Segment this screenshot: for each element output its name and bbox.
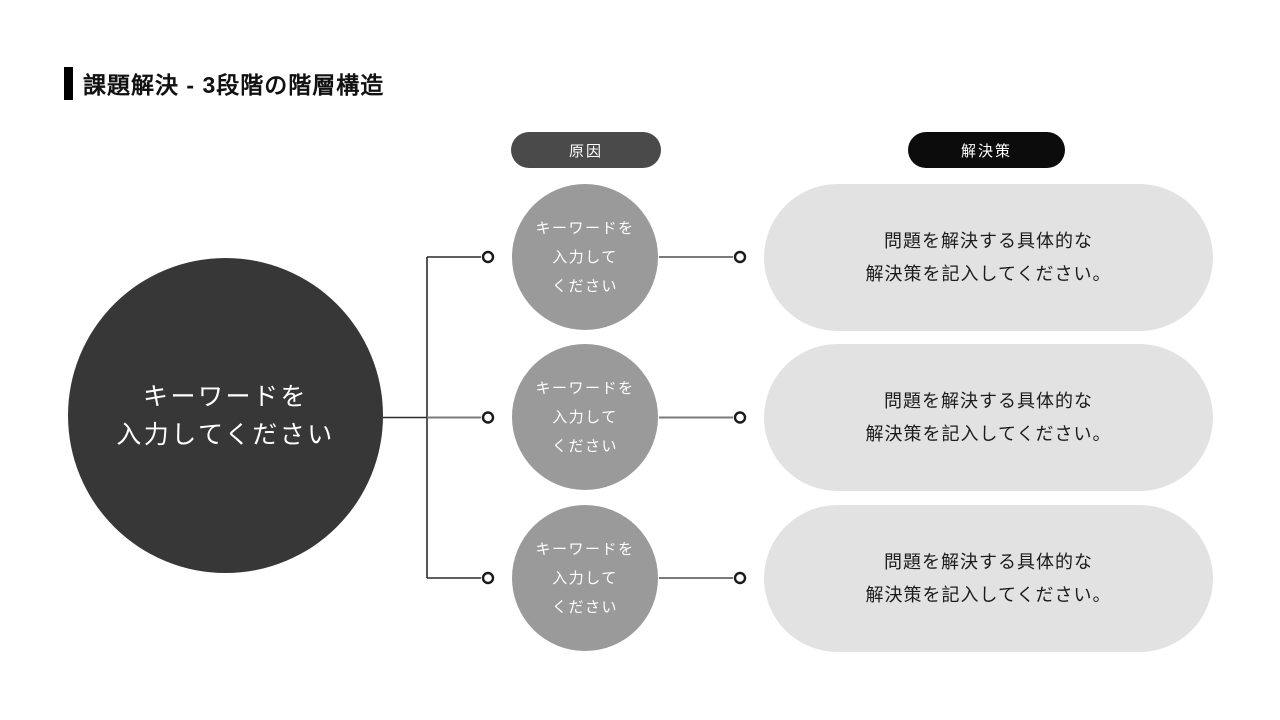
solution-header-pill: 解決策 [908,132,1065,168]
solution-2-line2: 解決策を記入してください。 [865,423,1112,444]
solution-1-line2: 解決策を記入してください。 [865,263,1112,284]
cause-circle-2[interactable]: キーワードを 入力して ください [512,344,658,490]
solution-2-line1: 問題を解決する具体的な [884,390,1093,411]
cause-2-line3: ください [551,437,618,455]
cause-3-line1: キーワードを [535,540,635,558]
connector-node-circle-left-3 [481,571,495,585]
solution-3-line1: 問題を解決する具体的な [884,551,1093,572]
cause-header-label: 原因 [568,142,603,160]
solution-box-2[interactable]: 問題を解決する具体的な 解決策を記入してください。 [764,344,1213,491]
connector-node-circle-right-2 [733,411,747,424]
root-keyword-line1: キーワードを [142,382,308,411]
connector-node-circle-right-3 [733,571,747,585]
solution-1-line1: 問題を解決する具体的な [884,230,1093,251]
solution-header-label: 解決策 [960,142,1012,160]
root-keyword-circle[interactable]: キーワードを 入力してください [68,258,383,573]
root-keyword-line2: 入力してください [116,420,335,449]
cause-2-line2: 入力して [552,408,618,426]
solution-box-1[interactable]: 問題を解決する具体的な 解決策を記入してください。 [764,184,1213,331]
cause-circle-3[interactable]: キーワードを 入力して ください [512,505,658,651]
cause-3-line2: 入力して [552,569,618,587]
solution-3-line2: 解決策を記入してください。 [865,584,1112,605]
cause-1-line1: キーワードを [535,219,635,237]
cause-circle-1[interactable]: キーワードを 入力して ください [512,184,658,330]
cause-1-line3: ください [551,277,618,295]
connector-node-circle-right-1 [733,250,747,264]
connector-node-circle-left-2 [481,411,495,424]
title-accent-bar [64,66,73,100]
page-title: 課題解決 - 3段階の階層構造 [83,72,385,98]
cause-1-line2: 入力して [552,248,618,266]
cause-2-line1: キーワードを [535,379,635,397]
connector-node-circle-left-1 [481,250,495,264]
solution-box-3[interactable]: 問題を解決する具体的な 解決策を記入してください。 [764,505,1213,652]
cause-header-pill: 原因 [511,132,661,168]
cause-3-line3: ください [551,598,618,616]
title-block: 課題解決 - 3段階の階層構造 [64,66,384,100]
